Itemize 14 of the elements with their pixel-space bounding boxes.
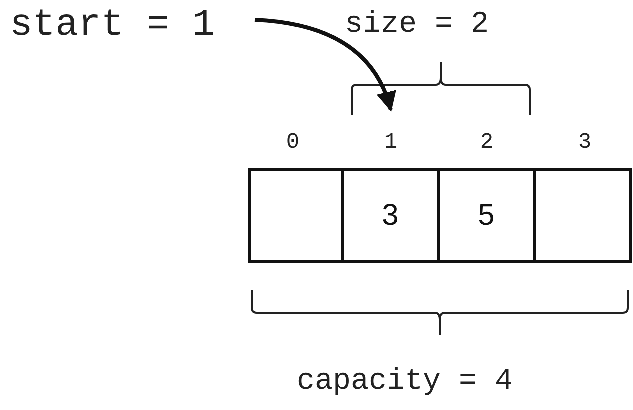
array-cell <box>248 168 344 263</box>
index-label: 3 <box>577 130 593 155</box>
index-label: 2 <box>479 130 495 155</box>
array-cell <box>533 168 632 263</box>
text-label: capacity = 4 <box>297 365 514 399</box>
index-label: 1 <box>371 130 411 155</box>
cell-value: 3 <box>382 198 399 232</box>
cell-value: 5 <box>478 198 495 232</box>
index-label: 0 <box>285 130 301 155</box>
array-cell <box>437 168 536 263</box>
array-cell <box>341 168 440 263</box>
text-label: size = 2 <box>345 8 490 42</box>
text-label: start = 1 <box>10 4 216 47</box>
arrow <box>254 18 396 112</box>
